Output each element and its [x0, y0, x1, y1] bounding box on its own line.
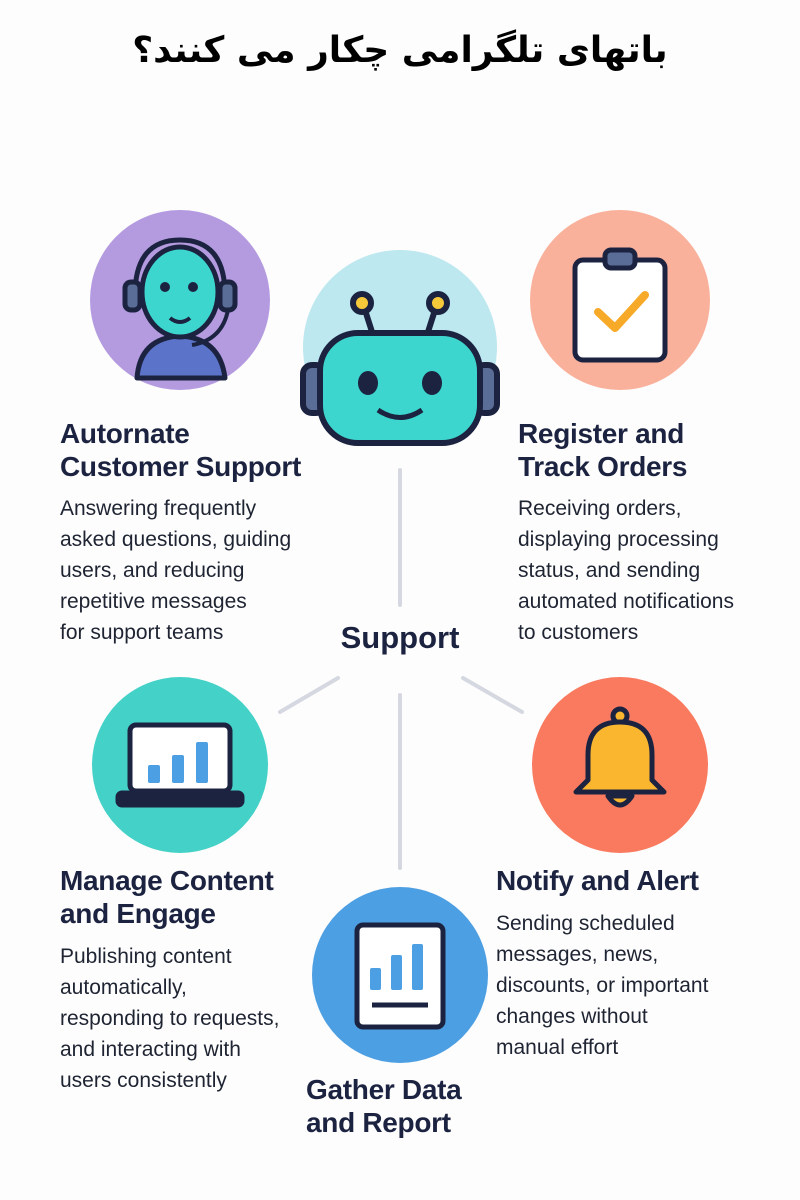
report-chart-icon [354, 922, 446, 1030]
heading-gather-data: Gather Data and Report [306, 1074, 462, 1138]
heading-notify-alert: Notify and Alert [496, 865, 699, 896]
page-title: باتهای تلگرامی چکار می کنند؟ [132, 30, 668, 71]
laptop-chart-icon [115, 722, 245, 808]
heading-customer-support: Autornate Customer Support [60, 418, 301, 482]
center-label: Support [340, 620, 460, 655]
clipboard-check-icon [572, 247, 668, 363]
headset-agent-icon [122, 237, 238, 381]
heading-manage-content: Manage Content and Engage [60, 865, 274, 929]
desc-customer-support: Answering frequently asked questions, gu… [60, 497, 292, 644]
desc-track-orders: Receiving orders, displaying processing … [518, 497, 734, 644]
desc-manage-content: Publishing content automatically, respon… [60, 945, 280, 1092]
robot-icon [300, 291, 500, 446]
connector-line-left [278, 676, 340, 714]
bell-icon [573, 706, 667, 808]
heading-track-orders: Register and Track Orders [518, 418, 688, 482]
desc-notify-alert: Sending scheduled messages, news, discou… [496, 912, 709, 1059]
connector-line-right [461, 676, 524, 714]
